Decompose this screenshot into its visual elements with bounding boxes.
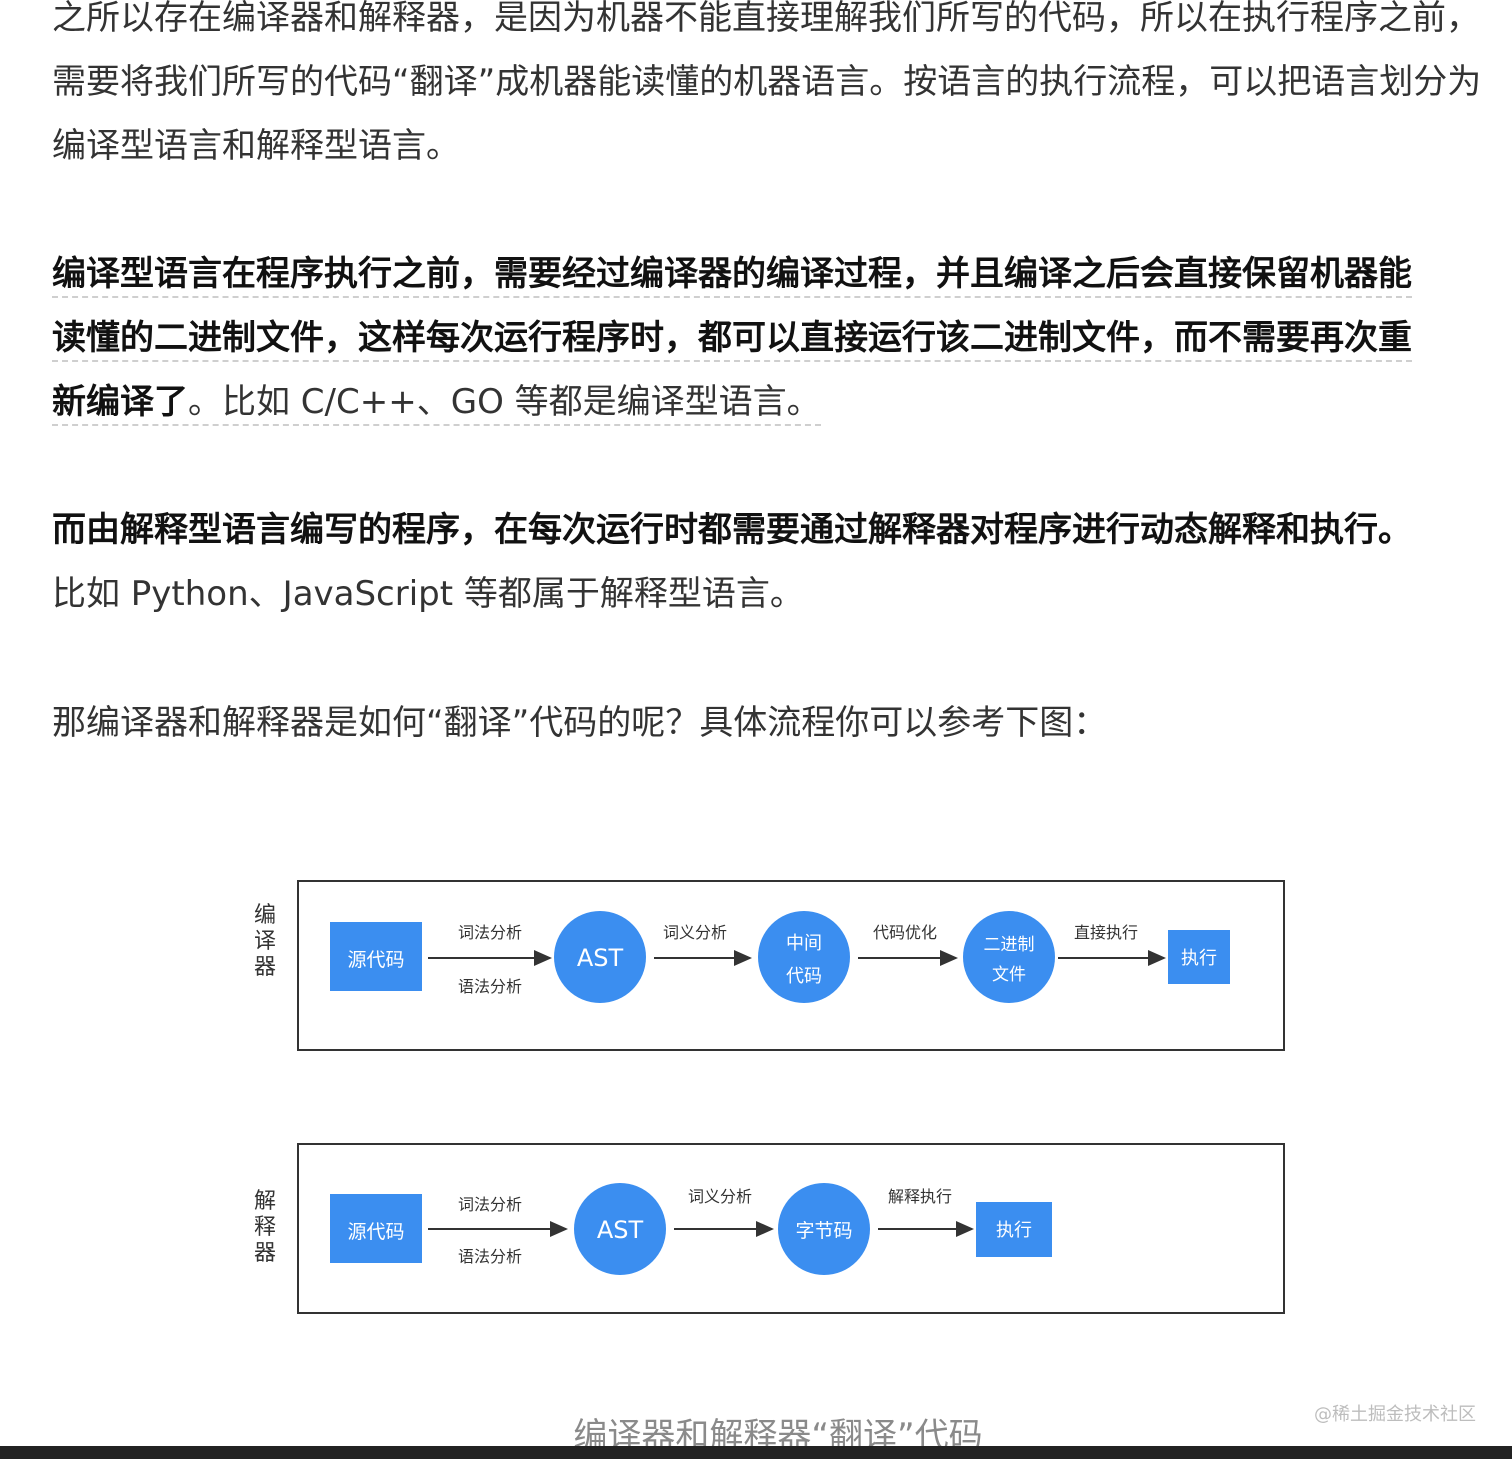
compiler-step1-bottom: 语法分析 [458,977,522,996]
flow-diagram: 编 译 器 源代码 词法分析 语法分析 AST 词义分析 中间 代码 代码优化 … [254,880,1285,1314]
interpreter-frame [297,1143,1285,1314]
watermark: @稀土掘金技术社区 [1314,1404,1476,1425]
bold-line-2: 读懂的二进制文件，这样每次运行程序时，都可以直接运行该二进制文件，而不需要再次重 [52,318,1412,362]
paragraph-interpreted-language: 而由解释型语言编写的程序，在每次运行时都需要通过解释器对程序进行动态解释和执行。… [52,498,1508,626]
bold-line-3: 新编译了 [52,382,188,422]
interpreter-exec-label: 执行 [996,1220,1032,1241]
paragraph-diagram-intro: 那编译器和解释器是如何“翻译”代码的呢？具体流程你可以参考下图： [52,703,1108,743]
interpreter-step1-top: 词法分析 [458,1195,522,1214]
compiler-source-box [330,922,422,991]
interpreter-source-label: 源代码 [347,1221,404,1243]
interpreter-label-3: 器 [254,1241,276,1266]
interpreter-flow: 解 释 器 源代码 词法分析 语法分析 AST 词义分析 字节码 解释执行 执行 [254,1143,1285,1314]
compiler-source-label: 源代码 [347,949,404,971]
compiler-label-1: 编 [254,903,276,928]
compiler-step4: 直接执行 [1074,923,1138,942]
interpreter-ast-circle [574,1183,666,1275]
compiler-label-2: 译 [254,929,276,954]
paragraph-intro: 之所以存在编译器和解释器，是因为机器不能直接理解我们所写的代码，所以在执行程序之… [52,0,1482,166]
compiler-binary-circle [963,911,1055,1003]
bottom-bar [0,1446,1512,1459]
compiler-ir-circle [758,911,850,1003]
paragraph-compiled-language: 编译型语言在程序执行之前，需要经过编译器的编译过程，并且编译之后会直接保留机器能… [52,242,1508,434]
compiler-step1-top: 词法分析 [458,923,522,942]
interpreter-step3: 解释执行 [888,1187,952,1206]
interpreted-bold: 而由解释型语言编写的程序，在每次运行时都需要通过解释器对程序进行动态解释和执行。 [52,510,1412,550]
interpreter-label-1: 解 [254,1189,276,1214]
compiler-binary-line2: 文件 [992,965,1026,985]
compiler-ir-line1: 中间 [786,933,822,954]
compiler-exec-box [1168,930,1230,984]
interpreter-bytecode-circle [778,1183,870,1275]
compiler-label-3: 器 [254,955,276,980]
interpreted-examples: 比如 Python、JavaScript 等都属于解释型语言。 [52,574,804,614]
compiler-flow: 编 译 器 源代码 词法分析 语法分析 AST 词义分析 中间 代码 代码优化 … [254,880,1285,1051]
compiler-exec-label: 执行 [1181,948,1217,969]
interpreter-step2: 词义分析 [688,1187,752,1206]
compiled-examples: 。比如 C/C++、GO 等都是编译型语言。 [188,382,821,422]
compiler-ast-label: AST [577,944,624,972]
interpreter-ast-label: AST [597,1216,644,1244]
interpreter-bytecode-label: 字节码 [795,1220,852,1242]
interpreter-source-box [330,1194,422,1263]
interpreter-label-2: 释 [254,1215,276,1240]
compiler-step3: 代码优化 [873,923,937,942]
bold-line-1: 编译型语言在程序执行之前，需要经过编译器的编译过程，并且编译之后会直接保留机器能 [52,254,1412,298]
compiler-binary-line1: 二进制 [984,935,1035,955]
compiler-ast-circle [554,911,646,1003]
compiler-ir-line2: 代码 [786,966,822,987]
interpreter-step1-bottom: 语法分析 [458,1247,522,1266]
interpreter-exec-box [976,1202,1052,1257]
compiler-step2: 词义分析 [663,923,727,942]
compiler-frame [297,880,1285,1051]
